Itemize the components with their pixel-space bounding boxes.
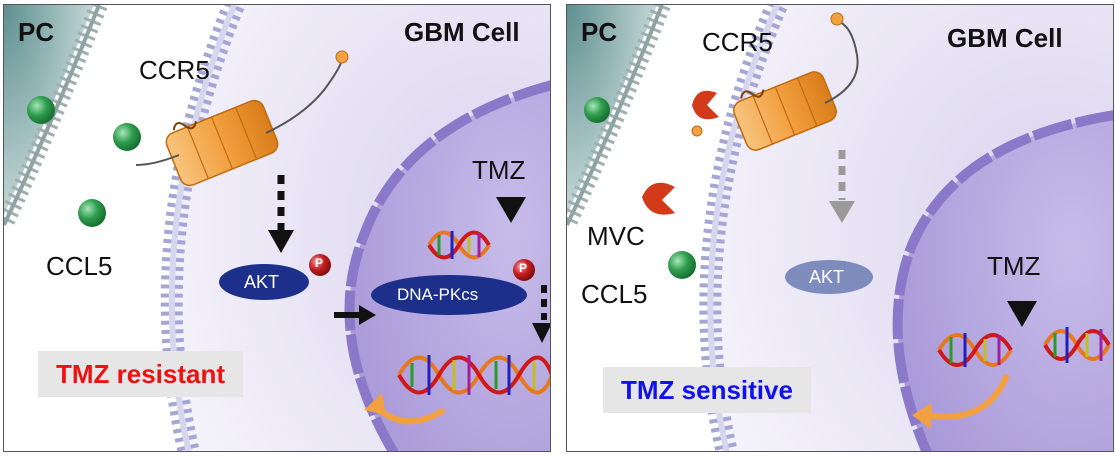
- ccl5-label: CCL5: [581, 279, 648, 309]
- ccr5-label: CCR5: [139, 55, 210, 85]
- pc-membrane-core: [567, 5, 664, 226]
- tmz-label: TMZ: [987, 251, 1041, 281]
- akt-phospho-ball: [309, 254, 331, 276]
- repair-curved-arrowhead: [912, 403, 932, 429]
- ccl5-ball: [27, 96, 55, 124]
- tmz-label: TMZ: [472, 155, 526, 185]
- tmz-triangle: [1007, 301, 1037, 327]
- akt-to-dnapk-arrowhead: [359, 305, 376, 325]
- left-panel-tmz-resistant: PC GBM Cell CCR5 CCL5 TMZ AKT DNA-PKcs P…: [3, 4, 551, 452]
- ccl5-ball: [78, 199, 106, 227]
- ccr5-receptor: [733, 71, 837, 151]
- ccr5-phospho-site: [830, 12, 844, 26]
- ccr5-label: CCR5: [702, 27, 773, 57]
- dnapk-phospho-ball: [513, 259, 535, 281]
- repair-arrowhead: [532, 323, 550, 343]
- tmz-resistant-label: TMZ resistant: [38, 351, 244, 397]
- pc-label: PC: [581, 17, 618, 47]
- dna-helix-right: [1043, 327, 1111, 363]
- activation-arrowhead: [268, 230, 294, 253]
- tmz-sensitive-label: TMZ sensitive: [603, 367, 811, 413]
- ccr5-c-tail: [265, 59, 343, 134]
- ccr5-c-tail: [824, 20, 859, 104]
- mvc-bound-inhibitor: [692, 90, 719, 120]
- ccr5-receptor: [165, 99, 279, 187]
- mvc-label: MVC: [587, 221, 645, 251]
- nuclear-envelope: [892, 110, 1113, 451]
- dna-helix-left: [937, 333, 1013, 367]
- ccl5-ball: [584, 97, 610, 123]
- ccl5-bound-ball: [113, 123, 141, 151]
- tmz-triangle: [496, 197, 526, 223]
- gbm-cell-label: GBM Cell: [404, 17, 520, 47]
- inhibited-arrowhead: [829, 201, 855, 223]
- right-panel-tmz-sensitive: PC GBM Cell CCR5 MVC CCL5 TMZ AKT TMZ se…: [566, 4, 1114, 452]
- ccr5-n-tail-site: [691, 125, 703, 137]
- dnapk-label: DNA-PKcs: [397, 285, 479, 304]
- akt-label: AKT: [809, 267, 845, 287]
- ccl5-label: CCL5: [46, 251, 113, 281]
- nucleus: [897, 115, 1113, 451]
- dna-helix-bottom: [397, 355, 550, 395]
- ccr5-phospho-site: [335, 50, 349, 64]
- akt-label: AKT: [244, 272, 280, 292]
- dnapk-pill: [371, 275, 527, 315]
- akt-phospho-label: P: [315, 256, 324, 270]
- mvc-free-inhibitor: [642, 182, 675, 215]
- akt-inactive-pill: [785, 260, 873, 294]
- gbm-cell-label: GBM Cell: [947, 23, 1063, 53]
- repair-curved-arrowhead: [364, 393, 386, 415]
- nuclear-envelope: [344, 80, 550, 451]
- ccl5-ball: [668, 251, 696, 279]
- dnapk-phospho-label: P: [519, 261, 528, 275]
- pc-membrane-core: [4, 5, 101, 226]
- ccr5-n-tail: [135, 154, 180, 166]
- akt-active-pill: [219, 264, 309, 300]
- repair-curved-arrow: [926, 373, 1010, 420]
- dna-helix-top: [427, 230, 491, 260]
- pc-label: PC: [18, 17, 55, 47]
